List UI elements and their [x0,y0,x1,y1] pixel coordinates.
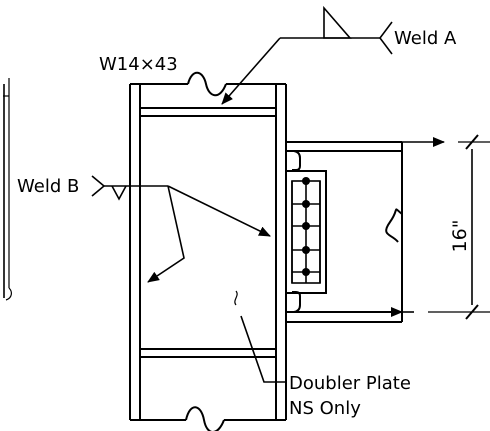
weld-tail-icon [91,175,106,197]
doubler-plate-squiggle [234,290,238,306]
column-size-label: W14×43 [99,54,178,75]
beam-copes [286,150,301,313]
weld-tail-icon [379,21,393,55]
weld-a-label: Weld A [394,28,457,49]
weld-b-callout: Weld B [17,175,271,283]
fillet-weld-symbol-icon [323,5,352,39]
beam [286,137,445,323]
bolt [302,177,310,185]
depth-dimension-label: 16" [449,220,471,253]
bolt [302,246,310,254]
weld-a-callout: Weld A [221,5,457,105]
fillet-weld-symbol-icon [111,185,127,201]
depth-dimension: 16" [428,134,490,320]
doubler-plate-callout: Doubler Plate NS Only [240,315,411,419]
bolt-line [302,177,310,276]
weld-b-label: Weld B [17,176,79,197]
bolt [302,222,310,230]
bolt [302,268,310,276]
doubler-plate-label: Doubler Plate [289,373,411,394]
bolt [302,200,310,208]
adjacent-member-partial [3,78,12,301]
doubler-plate-sublabel: NS Only [289,398,361,419]
top-continuity-plate [140,107,276,117]
